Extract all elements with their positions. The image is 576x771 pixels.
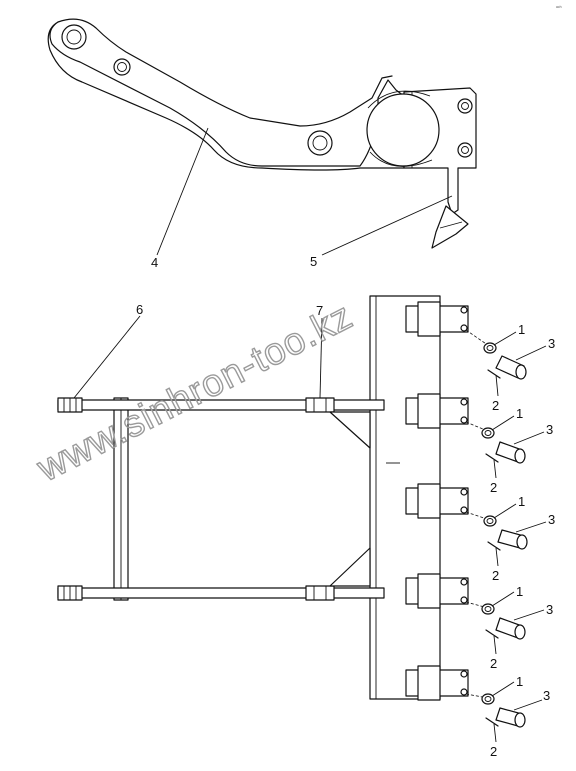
- bolt-hole-inner: [312, 135, 328, 151]
- callout-row1-3: 3: [548, 336, 555, 351]
- callout-4: 4: [151, 255, 158, 270]
- callout-row5-3: 3: [543, 688, 550, 703]
- shank-tip: [431, 205, 469, 249]
- callout-row2-2: 2: [490, 480, 497, 495]
- gusset-upper: [329, 411, 371, 449]
- pin-set-4: [465, 591, 545, 655]
- corner-mark: ᵃᶜʰ: [556, 5, 562, 11]
- pin-set-1: [465, 329, 547, 397]
- lower-beam: [57, 587, 385, 599]
- bolt-hole: [307, 130, 333, 156]
- gusset-lower: [329, 547, 371, 587]
- watermark-text: www.sinhron-too.kz: [30, 295, 360, 491]
- callout-row4-1: 1: [516, 584, 523, 599]
- callout-5: 5: [310, 254, 317, 269]
- round-drum: [366, 90, 440, 167]
- hinge-bracket-2: [405, 393, 469, 429]
- pivot-hole-inner: [66, 29, 82, 45]
- callout-row2-3: 3: [546, 422, 553, 437]
- hinge-bracket-4: [405, 573, 469, 609]
- callout-row5-2: 2: [490, 744, 497, 759]
- leader-6: [73, 315, 141, 399]
- mount-hole: [113, 58, 131, 76]
- callout-7: 7: [316, 303, 323, 318]
- arm-part-4: [47, 18, 405, 171]
- callout-row2-1: 1: [516, 406, 523, 421]
- hinge-bracket-1: [405, 301, 469, 337]
- callout-row4-3: 3: [546, 602, 553, 617]
- hinge-bracket-3: [405, 483, 469, 519]
- callout-6: 6: [136, 302, 143, 317]
- nut-7-lower: [305, 585, 335, 601]
- pin-set-2: [465, 415, 545, 479]
- mount-hole-inner: [117, 62, 127, 72]
- callout-row3-1: 1: [518, 494, 525, 509]
- callout-row4-2: 2: [490, 656, 497, 671]
- leader-7: [319, 317, 323, 399]
- pin-set-5: [465, 681, 543, 743]
- nut-7-upper: [305, 397, 335, 413]
- washer-1: [483, 342, 497, 354]
- cotter-2: [487, 369, 501, 379]
- callout-row3-2: 2: [492, 568, 499, 583]
- callout-row5-1: 1: [516, 674, 523, 689]
- callout-row1-2: 2: [492, 398, 499, 413]
- callout-row3-3: 3: [548, 512, 555, 527]
- callout-row1-1: 1: [518, 322, 525, 337]
- leader-5: [321, 195, 453, 256]
- leader-4: [156, 127, 209, 256]
- hinge-bracket-5: [405, 665, 469, 701]
- pin-set-3: [465, 503, 547, 567]
- pivot-hole-large: [61, 24, 87, 50]
